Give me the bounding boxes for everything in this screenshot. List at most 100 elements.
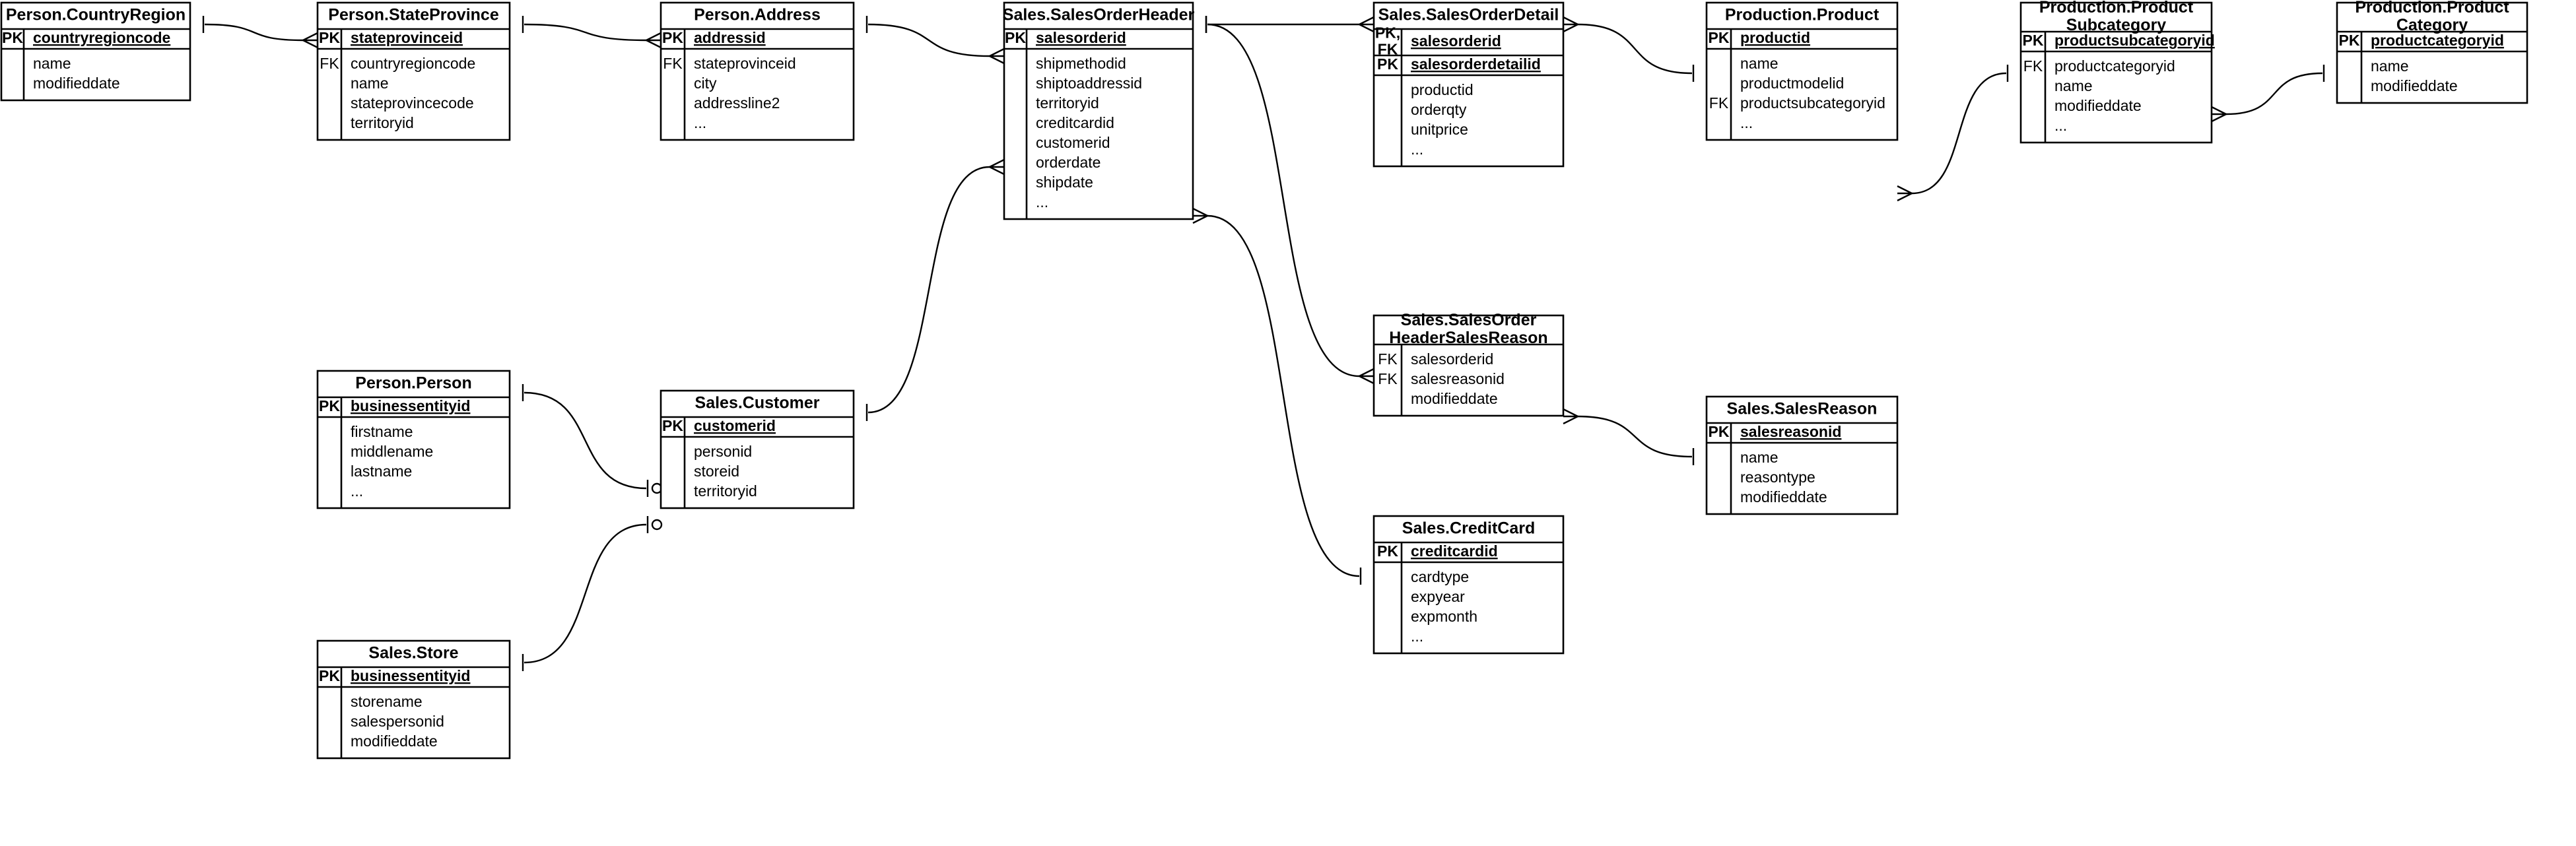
- attribute-cardtype: cardtype: [1411, 568, 1469, 585]
- relationship-layer: [202, 16, 2325, 671]
- key-tag: PK: [319, 397, 340, 414]
- attribute-ellipsis: ...: [694, 114, 706, 131]
- attribute-creditcardid: creditcardid: [1036, 114, 1114, 131]
- relationship-rel-productsubcategory-productcategory[interactable]: [2211, 65, 2325, 123]
- key-tag: PK: [662, 417, 683, 434]
- relationship-line: [1911, 72, 2007, 195]
- entity-title: Production.Product: [2355, 0, 2509, 16]
- relationship-rel-salesorderheader-salesorderdetail[interactable]: [1205, 16, 1374, 33]
- attribute-productcategoryid: productcategoryid: [2054, 57, 2175, 75]
- key-tag: PK: [319, 29, 340, 46]
- relationship-line: [1207, 214, 1360, 577]
- attribute-stateprovinceid: stateprovinceid: [351, 29, 463, 46]
- relationship-line: [2225, 72, 2323, 115]
- attribute-ellipsis: ...: [2054, 117, 2067, 134]
- attribute-expyear: expyear: [1411, 588, 1465, 605]
- attribute-productcategoryid: productcategoryid: [2371, 32, 2504, 49]
- attribute-unitprice: unitprice: [1411, 121, 1468, 138]
- entity-title: Sales.SalesReason: [1727, 400, 1878, 418]
- relationship-rel-store-customer[interactable]: [522, 516, 663, 671]
- key-tag: FK: [320, 55, 339, 72]
- key-tag: PK: [1377, 542, 1398, 560]
- entity-title: Production.Product: [1725, 6, 1880, 24]
- relationship-rel-person-customer[interactable]: [522, 384, 663, 497]
- key-tag: PK: [662, 29, 683, 46]
- key-tag: PK,: [1375, 24, 1400, 42]
- attribute-modifieddate: modifieddate: [2371, 77, 2458, 94]
- cardinality-zero-circle: [651, 519, 663, 531]
- relationship-rel-product-productsubcategory[interactable]: [1897, 65, 2009, 202]
- cardinality-many-crowsfoot: [646, 32, 661, 49]
- key-tag: PK: [1377, 55, 1398, 73]
- attribute-name: name: [1740, 449, 1779, 466]
- attribute-stateprovinceid: stateprovinceid: [694, 55, 796, 72]
- attribute-salesorderdetailid: salesorderdetailid: [1411, 55, 1541, 73]
- attribute-salesorderid: salesorderid: [1411, 350, 1493, 368]
- key-tag: PK: [2339, 32, 2360, 49]
- attribute-countryregioncode: countryregioncode: [351, 55, 475, 72]
- relationship-line: [1577, 23, 1693, 75]
- attribute-salesreasonid: salesreasonid: [1740, 423, 1841, 440]
- attribute-name: name: [2371, 57, 2409, 75]
- attribute-shiptoaddressid: shiptoaddressid: [1036, 75, 1142, 92]
- relationship-rel-countryregion-stateprovince[interactable]: [202, 16, 318, 49]
- relationship-rel-salesorderheader-salesorderheadersalesreason[interactable]: [1205, 16, 1374, 385]
- entity-title: Sales.SalesOrder: [1401, 311, 1537, 329]
- cardinality-many-crowsfoot: [1359, 368, 1374, 385]
- cardinality-many-crowsfoot: [1563, 16, 1578, 33]
- relationship-rel-salesorderheadersalesreason-salesreason[interactable]: [1563, 408, 1695, 465]
- key-tag: FK: [1378, 370, 1398, 387]
- attribute-storeid: storeid: [694, 463, 739, 480]
- attribute-countryregioncode: countryregioncode: [33, 29, 170, 46]
- key-tag: FK: [2023, 57, 2043, 75]
- attribute-ellipsis: ...: [1411, 628, 1423, 645]
- key-tag: PK: [2023, 32, 2044, 49]
- entity-title: Production.Product: [2039, 0, 2194, 16]
- attribute-personid: personid: [694, 443, 752, 460]
- key-tag: PK: [2, 29, 23, 46]
- relationship-line: [1207, 23, 1360, 377]
- attribute-customerid: customerid: [1036, 134, 1110, 151]
- relationship-rel-customer-salesorderheader[interactable]: [865, 158, 1005, 421]
- attribute-productsubcategoryid: productsubcategoryid: [1740, 94, 1885, 112]
- attribute-city: city: [694, 75, 717, 92]
- entity-title: Sales.Store: [368, 644, 458, 663]
- attribute-salesorderid: salesorderid: [1411, 32, 1501, 49]
- relationship-line: [524, 391, 647, 490]
- attribute-customerid: customerid: [694, 417, 776, 434]
- relationship-rel-address-salesorderheader[interactable]: [865, 16, 1005, 65]
- attribute-modifieddate: modifieddate: [351, 732, 438, 750]
- entity-title: Person.CountryRegion: [6, 6, 186, 24]
- attribute-productmodelid: productmodelid: [1740, 75, 1844, 92]
- relationship-line: [867, 23, 990, 57]
- attribute-addressid: addressid: [694, 29, 766, 46]
- attribute-ellipsis: ...: [1411, 141, 1423, 158]
- cardinality-many-crowsfoot: [989, 48, 1005, 65]
- relationship-rel-salesorderheader-creditcard[interactable]: [1192, 207, 1362, 585]
- entity-title: Sales.Customer: [695, 394, 820, 412]
- key-tag: PK: [1005, 29, 1026, 46]
- relationship-rel-stateprovince-address[interactable]: [522, 16, 661, 49]
- cardinality-many-crowsfoot: [1359, 16, 1374, 33]
- relationship-rel-salesorderdetail-product[interactable]: [1563, 16, 1695, 82]
- cardinality-many-crowsfoot: [302, 32, 318, 49]
- attribute-orderdate: orderdate: [1036, 154, 1101, 171]
- attribute-salesreasonid: salesreasonid: [1411, 370, 1505, 387]
- cardinality-many-crowsfoot: [1192, 207, 1208, 224]
- attribute-productid: productid: [1411, 81, 1474, 98]
